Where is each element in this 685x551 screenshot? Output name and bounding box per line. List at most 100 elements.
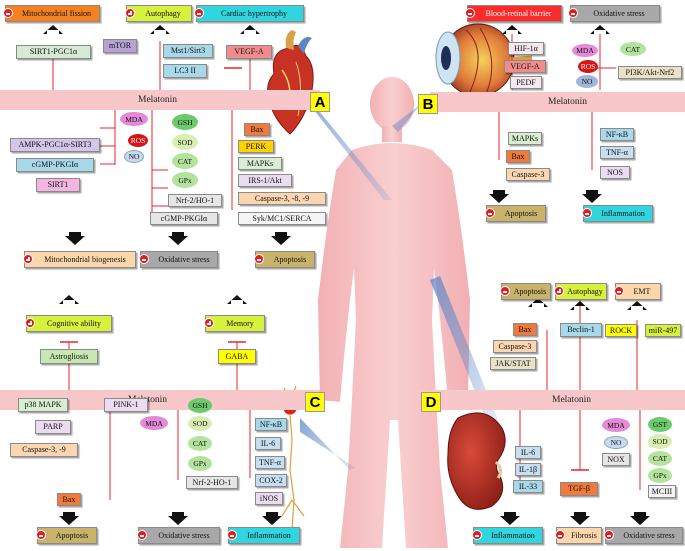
nos-node: NOS: [600, 166, 630, 179]
minus-icon: [227, 530, 237, 540]
apoptosis-outcome: Apoptosis: [255, 251, 315, 268]
panel-d-tag: D: [421, 392, 441, 412]
bax-node: Bax: [244, 123, 270, 136]
sirt1-pgc1a-node: SIRT1-PGC1α: [16, 45, 91, 59]
nrf2-node: Nrf-2/HO-1: [168, 194, 222, 207]
panel-c-tag: C: [305, 392, 325, 412]
autophagy-outcome: Autophagy: [555, 283, 607, 300]
cgmp-pkg-node: cGMP-PKGIα: [16, 158, 94, 172]
oxidative-stress-outcome: Oxidative stress: [605, 527, 683, 544]
pink-node: PINK-1: [104, 398, 148, 412]
cognitive-ability-outcome: Cognitive ability: [26, 315, 112, 332]
gsh-oval: GSH: [188, 398, 212, 413]
tgfb-node: TGF-β: [560, 482, 598, 496]
minus-icon: [500, 286, 510, 296]
il6-node: IL-6: [255, 437, 281, 450]
nfkb-node: NF-κB: [600, 128, 634, 141]
apoptosis-outcome: Apoptosis: [486, 205, 546, 222]
inos-node: iNOS: [255, 492, 283, 505]
mda-oval: MDA: [120, 112, 148, 126]
tnf-node: TNF-α: [255, 456, 285, 469]
ros-oval: ROS: [578, 60, 598, 73]
perk-node: PERK: [238, 140, 274, 153]
no-oval: NO: [576, 75, 598, 88]
panel-a-melatonin-label: Melatonin: [138, 95, 178, 105]
minus-icon: [3, 8, 13, 18]
ros-oval: ROS: [128, 134, 148, 147]
panel-b-tag: B: [418, 94, 438, 114]
vegf-a-node: VEGF-A: [226, 45, 272, 59]
pi3k-node: PI3K/Akt-Nrf2: [618, 66, 682, 79]
bax-node: Bax: [513, 323, 537, 336]
inflammation-outcome: Inflammation: [473, 527, 543, 544]
minus-icon: [194, 8, 204, 18]
minus-icon: [472, 530, 482, 540]
nfkb-node: NF-κB: [255, 418, 287, 431]
il6-node: IL-6: [515, 446, 541, 459]
no-oval: NO: [124, 150, 144, 163]
mitochondrial-fission-outcome: Mitochondrial fission: [5, 5, 100, 22]
jak-stat-node: JAK/STAT: [490, 357, 536, 370]
plus-icon: [23, 254, 33, 264]
apoptosis-outcome: Apoptosis: [37, 527, 97, 544]
mda-oval: MDA: [140, 416, 168, 430]
no-oval: NO: [604, 436, 628, 449]
mda-oval: MDA: [602, 418, 630, 432]
oxidative-stress-outcome: Oxidative stress: [138, 527, 220, 544]
panel-c-melatonin-band: [0, 390, 320, 410]
syk-node: Syk/MC1/SERCA: [238, 212, 326, 225]
minus-icon: [568, 8, 578, 18]
mst1-sirt3-node: Mst1/Sirt3: [163, 44, 213, 58]
caspase-node: Caspase-3, -9: [10, 443, 78, 457]
caspase-node: Caspase-3, -8, -9: [238, 192, 326, 205]
kidney-illustration: [447, 412, 506, 510]
panel-d-melatonin-label: Melatonin: [552, 395, 592, 405]
beclin-node: Beclin-1: [560, 323, 602, 337]
ampk-node: AMPK-PGC1α-SIRT3: [10, 138, 100, 152]
nrf2-node: Nrf-2-HO-1: [186, 476, 238, 489]
minus-icon: [555, 530, 565, 540]
mda-oval: MDA: [572, 44, 598, 57]
mir-497-node: miR-497: [645, 324, 681, 337]
p38-mapk-node: p38 MAPK: [18, 398, 68, 412]
fibrosis-outcome: Fibrosis: [556, 527, 602, 544]
panel-a-tag: A: [310, 92, 330, 112]
mapks-node: MAPKs: [508, 132, 542, 145]
cardiac-hypertrophy-outcome: Cardiac hypertrophy: [196, 5, 304, 22]
il33-node: IL-33: [513, 480, 543, 493]
minus-icon: [465, 8, 475, 18]
plus-icon: [125, 8, 135, 18]
memory-outcome: Memory: [205, 315, 265, 332]
panel-d-melatonin-band: [420, 390, 685, 410]
gst-oval: GST: [648, 417, 672, 432]
cat-oval: CAT: [620, 42, 646, 56]
mciii-node: MCIII: [648, 485, 676, 498]
pedf-node: PEDF: [510, 76, 542, 89]
panel-b-melatonin-label: Melatonin: [548, 97, 588, 107]
sirt1-node: SIRT1: [36, 178, 80, 192]
cat-oval: CAT: [172, 153, 198, 169]
heart-illustration: [267, 30, 314, 135]
inflammation-outcome: Inflammation: [228, 527, 300, 544]
hif-node: HIF-1α: [508, 42, 544, 55]
mtor-node: mTOR: [103, 39, 137, 53]
blood-retinal-barrier-outcome: Blood-retinal barrier: [467, 5, 562, 22]
gpx-oval: GPx: [648, 468, 672, 483]
apoptosis-outcome: Apoptosis: [501, 283, 551, 300]
irs-akt-node: IRS-1/Akt: [238, 174, 292, 187]
eye-illustration: [435, 23, 533, 97]
minus-icon: [582, 208, 592, 218]
cgmp-pkg-node-2: cGMP-PKGIα: [150, 212, 218, 225]
rock-node: ROCK: [605, 324, 637, 337]
parp-node: PARP: [35, 420, 71, 434]
minus-icon: [137, 530, 147, 540]
gsh-oval: GSH: [172, 114, 198, 130]
autophagy-outcome: Autophagy: [126, 5, 192, 22]
oxidative-stress-outcome: Oxidative stress: [570, 5, 660, 22]
caspase-node: Caspase-3: [506, 168, 550, 181]
cat-oval: CAT: [648, 451, 672, 466]
minus-icon: [614, 286, 624, 296]
mapks-node: MAPKs: [238, 157, 282, 170]
